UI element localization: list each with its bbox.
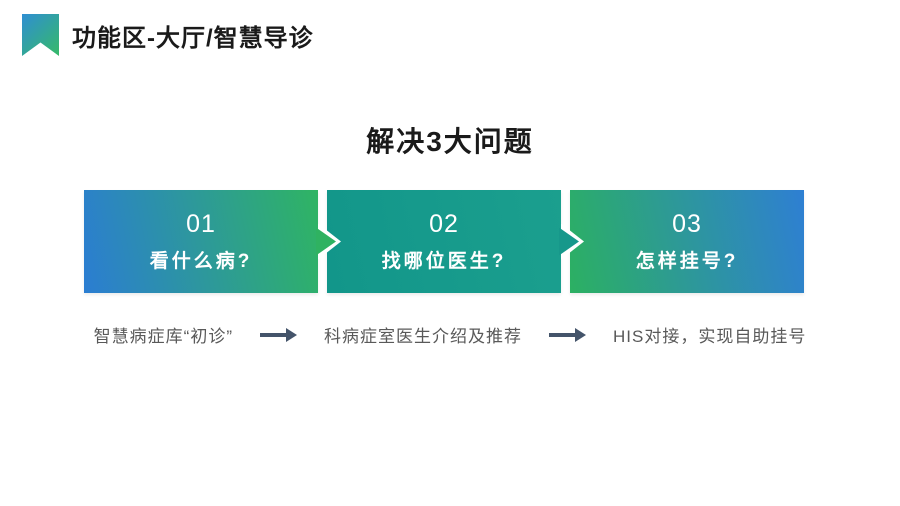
step-label: 找哪位医生? — [381, 251, 507, 272]
arrow-right-icon — [259, 327, 297, 342]
step-box-1: 01 看什么病? — [84, 190, 341, 293]
step-number: 03 — [672, 210, 702, 238]
step-number: 01 — [186, 210, 216, 238]
step-box-3: 03 怎样挂号? — [570, 190, 804, 293]
bookmark-ribbon-icon — [22, 14, 59, 56]
step-box-2: 02 找哪位医生? — [327, 190, 584, 293]
slide-title: 功能区-大厅/智慧导诊 — [72, 24, 314, 52]
section-heading: 解决3大问题 — [366, 126, 534, 157]
step-label: 怎样挂号? — [635, 251, 739, 272]
step-label: 看什么病? — [149, 251, 253, 272]
step-boxes-row: 01 看什么病? 02 找哪位医生? 03 怎样挂号? — [84, 190, 804, 293]
flow-item-2: 科病症室医生介绍及推荐 — [323, 327, 522, 346]
step-number: 02 — [429, 210, 459, 238]
arrow-right-icon — [548, 327, 586, 342]
flow-item-1: 智慧病症库“初诊” — [93, 327, 233, 346]
flow-item-3: HIS对接，实现自助挂号 — [612, 327, 807, 346]
slide-header: 功能区-大厅/智慧导诊 — [22, 14, 314, 56]
flow-row: 智慧病症库“初诊” 科病症室医生介绍及推荐 HIS对接，实现自助挂号 — [0, 322, 900, 347]
